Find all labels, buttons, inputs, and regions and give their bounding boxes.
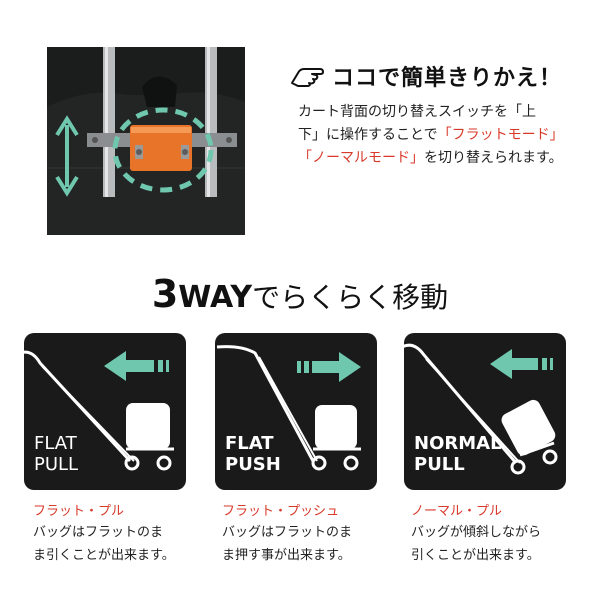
pointing-hand-icon — [290, 61, 324, 91]
three-way-rest: でらくらく移動 — [252, 281, 449, 314]
three-way-number: 3 — [151, 272, 179, 316]
mode-panel-normal-pull: NORMAL PULL — [404, 333, 566, 490]
left-arrow-icon — [104, 351, 169, 381]
cart-switch-illustration — [47, 47, 245, 235]
desc-line-2-prefix: 下」に操作することで — [298, 127, 438, 143]
mode-name-flat-pull: フラット・プル — [33, 504, 125, 519]
mode-label-line2: PULL — [414, 454, 465, 475]
flat-mode-text: 「フラットモード」 — [437, 127, 564, 143]
switch-heading: ココで簡単きりかえ！ — [290, 60, 562, 92]
mode-panel-flat-push: FLAT PUSH — [215, 333, 377, 490]
three-way-word: WAY — [178, 280, 253, 315]
mode-desc-line2: ま押す事が出来ます。 — [222, 548, 351, 563]
mode-desc-line1: バッグが傾斜しながら — [411, 525, 542, 540]
mode-desc-normal-pull: バッグが傾斜しながら 引くことが出来ます。 — [411, 521, 581, 567]
cart-icon — [404, 343, 558, 475]
mode-desc-line2: ま引くことが出来ます。 — [33, 548, 175, 563]
right-arrow-icon — [297, 352, 361, 382]
mode-desc-line2: 引くことが出来ます。 — [411, 548, 540, 563]
mode-label-line2: PULL — [34, 454, 79, 475]
cart-icon — [24, 350, 174, 471]
switch-title: ココで簡単きりかえ！ — [332, 66, 563, 91]
normal-mode-text: 「ノーマルモード」 — [298, 150, 424, 166]
mode-label-flat-pull: FLAT PULL — [34, 433, 78, 475]
desc-line-1: カート背面の切り替えスイッチを「上 — [298, 104, 536, 120]
up-down-arrow-icon — [55, 115, 79, 197]
desc-line-2: 下」に操作することで「フラットモード」 — [298, 124, 588, 147]
mode-label-flat-push: FLAT PUSH — [225, 433, 281, 475]
mode-name-flat-push: フラット・プッシュ — [222, 504, 340, 519]
switch-description: カート背面の切り替えスイッチを「上 下」に操作することで「フラットモード」 「ノ… — [298, 101, 588, 170]
left-arrow-icon — [490, 349, 553, 379]
mode-desc-flat-pull: バッグはフラットのま ま引くことが出来ます。 — [33, 521, 203, 567]
mode-desc-line1: バッグはフラットのま — [33, 525, 164, 540]
mode-label-line1: FLAT — [225, 433, 274, 454]
mode-label-line1: NORMAL — [414, 433, 502, 454]
mode-panel-flat-pull: FLAT PULL — [24, 333, 186, 490]
mode-label-normal-pull: NORMAL PULL — [414, 433, 502, 475]
desc-line-3-suffix: を切り替えられます。 — [424, 150, 563, 166]
mode-desc-flat-push: バッグはフラットのま ま押す事が出来ます。 — [222, 521, 392, 567]
three-way-title: 3WAYでらくらく移動 — [0, 272, 600, 316]
mode-desc-line1: バッグはフラットのま — [222, 525, 353, 540]
cart-switch-photo — [47, 47, 245, 235]
mode-label-line1: FLAT — [34, 433, 77, 454]
mode-name-normal-pull: ノーマル・プル — [411, 504, 503, 519]
cart-icon — [216, 345, 361, 471]
desc-line-3: 「ノーマルモード」を切り替えられます。 — [298, 147, 588, 170]
mode-label-line2: PUSH — [225, 454, 281, 475]
